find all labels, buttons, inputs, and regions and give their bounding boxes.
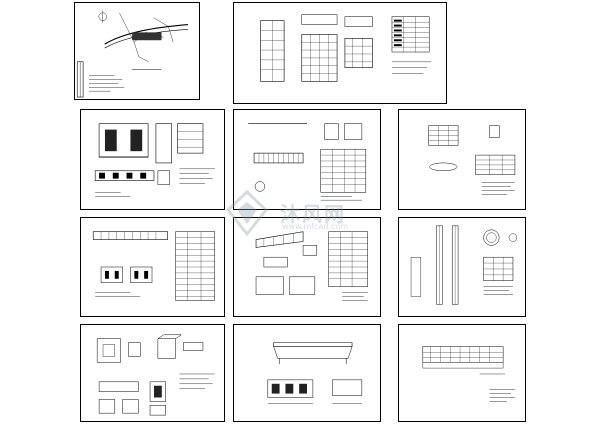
- site-plan-drawing: [76, 10, 188, 98]
- drawing-sheet-bridge-elevation: [233, 324, 381, 422]
- railing-detail-drawing: [422, 346, 515, 402]
- drawing-sheet-beam-reinforcement: [233, 109, 381, 210]
- drawing-sheet-site-plan: [74, 2, 200, 100]
- girder-section-drawing: [255, 231, 369, 301]
- pier-elevation-drawing: [94, 123, 215, 197]
- foundation-detail-drawing: [96, 334, 215, 416]
- drawing-sheet-pile-detail: [398, 217, 526, 317]
- deck-layout-drawing: [92, 231, 215, 301]
- bridge-elevation-drawing: [267, 342, 363, 404]
- drawing-sheet-column-detail: [398, 109, 526, 210]
- column-detail-drawing: [428, 125, 516, 195]
- abutment-detail-drawing: [260, 14, 432, 82]
- drawing-sheet-deck-layout: [80, 217, 225, 317]
- pile-detail-drawing: [410, 225, 518, 305]
- drawing-sheet-pier-elevation: [80, 109, 225, 210]
- drawing-sheet-abutment-detail: [233, 2, 447, 104]
- drawing-sheet-railing-detail: [398, 324, 526, 422]
- drawing-sheet-foundation-detail: [80, 324, 225, 422]
- drawing-sheet-girder-section: [233, 217, 381, 317]
- beam-reinforcement-drawing: [248, 123, 367, 201]
